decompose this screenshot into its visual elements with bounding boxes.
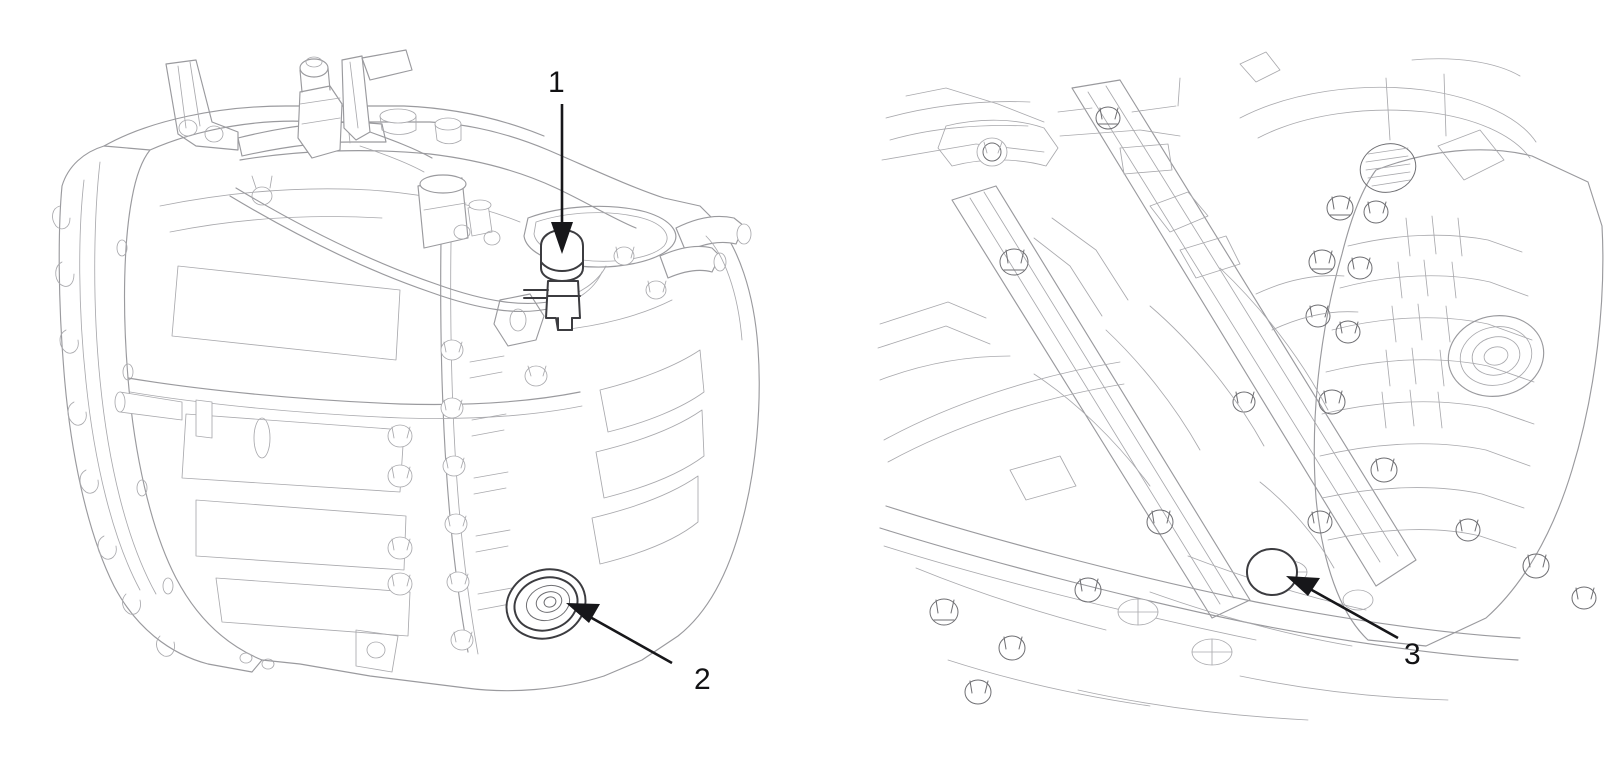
valve-body-cover-group xyxy=(253,108,501,459)
upper-structure-group xyxy=(881,51,1537,175)
callout-number-1: 1 xyxy=(548,66,565,99)
right-side-tubes-group xyxy=(559,215,752,341)
callout-number-2: 2 xyxy=(694,663,711,696)
oil-pan-group xyxy=(1313,129,1604,647)
callout-2-leader xyxy=(566,603,673,665)
transaxle-underside-view-panel xyxy=(820,0,1616,761)
subframe-rail-group xyxy=(879,79,1521,661)
callout-number-3: 3 xyxy=(1404,638,1421,671)
callout-1-leader xyxy=(551,104,573,254)
selector-lever-group xyxy=(297,49,433,173)
bell-housing-group xyxy=(52,145,275,673)
speed-sensor-part xyxy=(523,229,584,331)
transaxle-side-view-drawing xyxy=(52,49,760,692)
underbody-plug-part xyxy=(1246,548,1298,596)
drain-plug-part xyxy=(505,568,587,640)
transaxle-side-view-panel xyxy=(52,49,760,692)
main-case-group xyxy=(103,105,760,692)
bolt-row-group xyxy=(355,339,513,673)
callout-3-leader xyxy=(1286,576,1399,640)
floorpan-and-bolts-group xyxy=(877,191,1449,721)
pan-bolt-row-group xyxy=(1305,195,1597,610)
transaxle-underside-view-drawing xyxy=(877,51,1604,721)
